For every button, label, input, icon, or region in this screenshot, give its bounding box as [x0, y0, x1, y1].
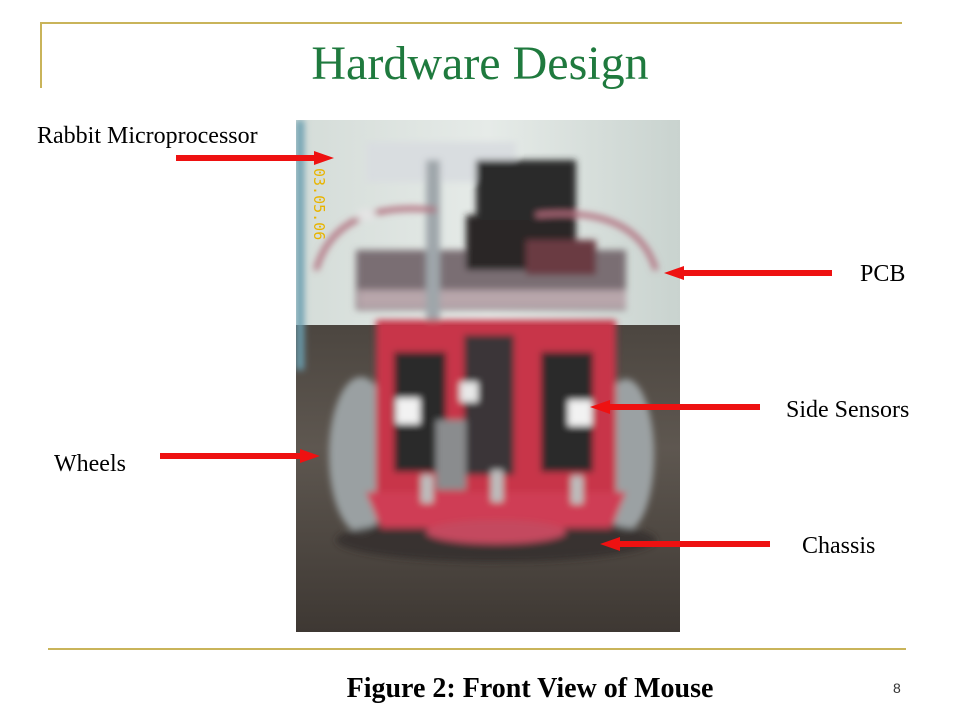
left-rule: [40, 22, 42, 88]
arrow-rabbit-microprocessor: [176, 151, 334, 165]
arrow-side-sensors: [590, 400, 760, 414]
arrow-chassis: [600, 537, 770, 551]
page-number: 8: [893, 680, 901, 696]
label-wheels: Wheels: [54, 451, 126, 477]
arrow-pcb: [664, 266, 832, 280]
label-side-sensors: Side Sensors: [786, 397, 910, 423]
photo-timestamp: 03.05.06: [310, 168, 328, 240]
label-pcb: PCB: [860, 261, 906, 287]
figure-caption: Figure 2: Front View of Mouse: [346, 673, 714, 704]
slide-title: Hardware Design: [311, 37, 649, 90]
robot-mouse-photo: 03.05.06: [296, 120, 680, 632]
top-rule: [40, 22, 902, 24]
bottom-rule: [48, 648, 906, 650]
label-chassis: Chassis: [802, 533, 876, 559]
label-rabbit-microprocessor: Rabbit Microprocessor: [37, 123, 258, 149]
arrow-wheels: [160, 449, 320, 463]
